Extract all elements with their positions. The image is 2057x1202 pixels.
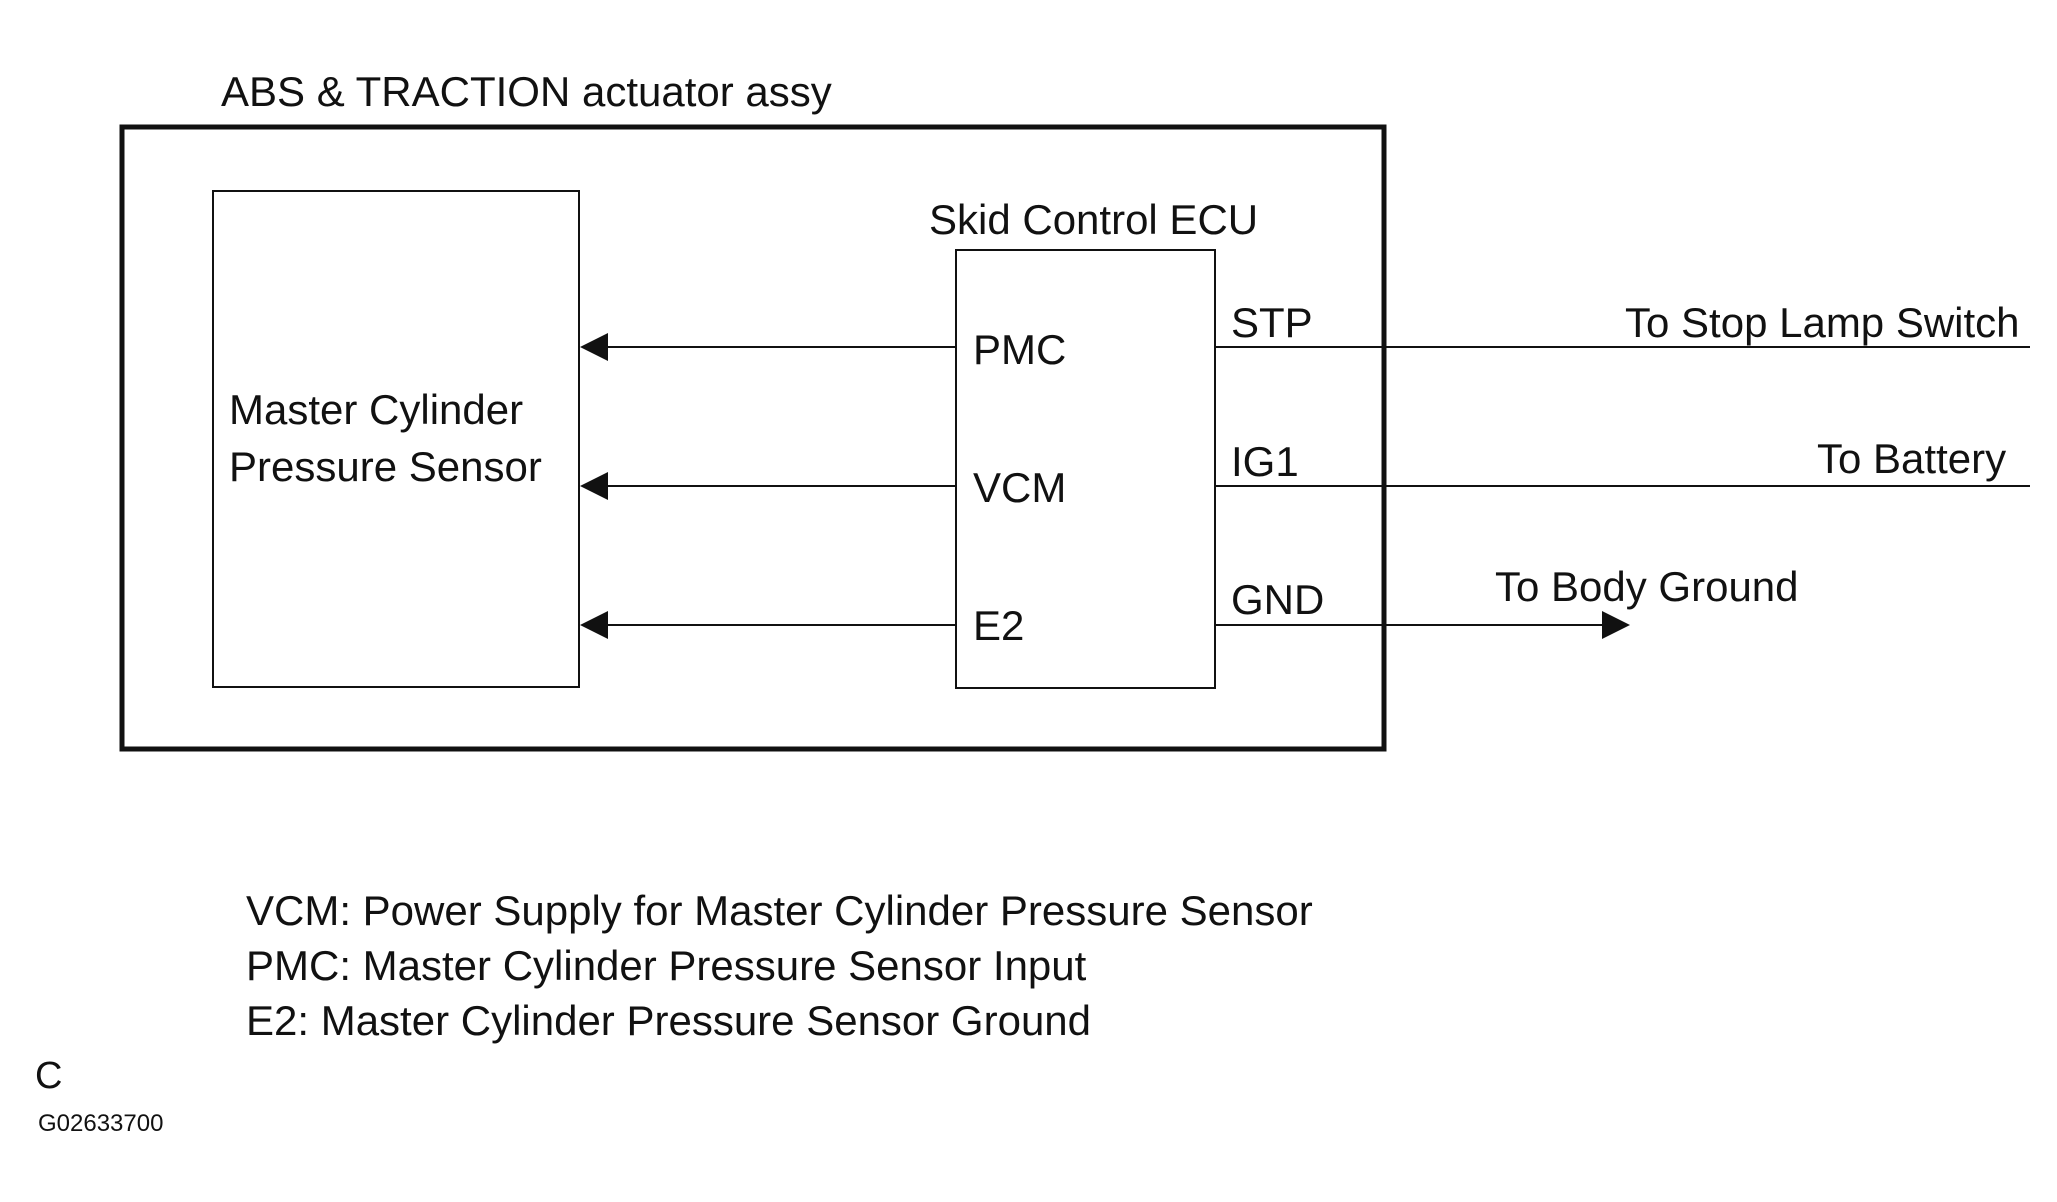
stop-lamp-switch-label: To Stop Lamp Switch bbox=[1625, 299, 2020, 346]
battery-label: To Battery bbox=[1817, 435, 2007, 482]
ecu-box bbox=[955, 249, 1216, 689]
pin-e2-label: E2 bbox=[973, 602, 1025, 649]
pmc-arrowhead bbox=[580, 333, 608, 361]
actuator-assy-box bbox=[119, 124, 1387, 752]
body-ground-label: To Body Ground bbox=[1495, 563, 1799, 610]
figure-code: G02633700 bbox=[38, 1110, 164, 1137]
ecu-title: Skid Control ECU bbox=[929, 196, 1259, 243]
gnd-arrowhead bbox=[1602, 611, 1630, 639]
assembly-title: ABS & TRACTION actuator assy bbox=[221, 68, 832, 115]
legend-vcm: VCM: Power Supply for Master Cylinder Pr… bbox=[246, 887, 1313, 934]
sensor-label-line1: Master Cylinder bbox=[229, 386, 524, 433]
pin-pmc-label: PMC bbox=[973, 326, 1067, 373]
sensor-label-line2: Pressure Sensor bbox=[229, 443, 542, 490]
vcm-arrowhead bbox=[580, 472, 608, 500]
pin-vcm-label: VCM bbox=[973, 464, 1067, 511]
legend-pmc: PMC: Master Cylinder Pressure Sensor Inp… bbox=[246, 942, 1087, 989]
pin-ig1-label: IG1 bbox=[1231, 438, 1299, 485]
pin-gnd-label: GND bbox=[1231, 576, 1325, 623]
pressure-sensor-box bbox=[212, 190, 580, 688]
pin-stp-label: STP bbox=[1231, 299, 1313, 346]
e2-arrowhead bbox=[580, 611, 608, 639]
footer-letter: C bbox=[35, 1055, 63, 1097]
legend-e2: E2: Master Cylinder Pressure Sensor Grou… bbox=[246, 997, 1092, 1044]
